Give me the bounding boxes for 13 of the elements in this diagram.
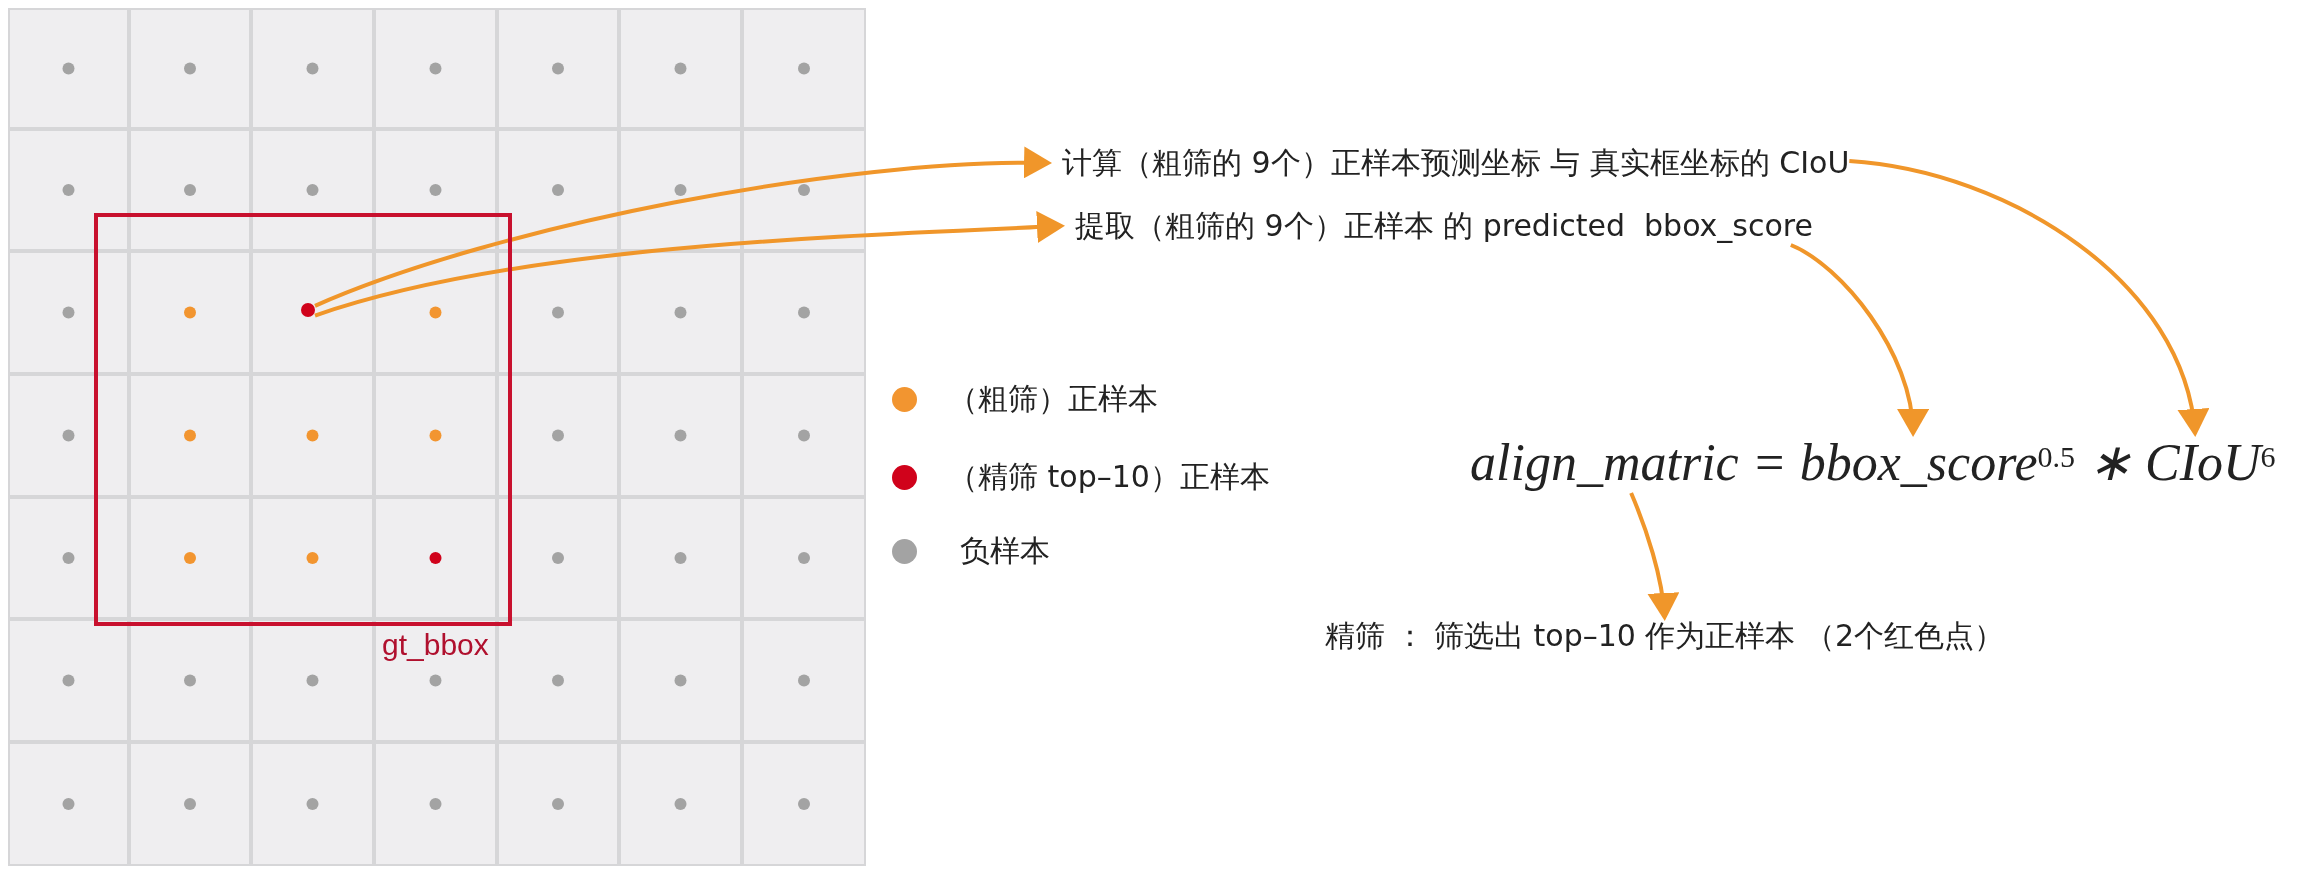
- legend-label: （粗筛）正样本: [948, 380, 1158, 418]
- legend-label: （精筛 top–10）正样本: [948, 458, 1270, 496]
- formula: align_matric = bbox_score$^{0.5}$ ∗ CIoU$^{6}$: [1470, 433, 2276, 493]
- legend-label: 负样本: [960, 532, 1050, 570]
- note-text: 精筛 ： 筛选出 top–10 作为正样本 （2个红色点）: [1325, 617, 2005, 655]
- arrow: [314, 147, 1052, 308]
- note-text: 提取（粗筛的 9个）正样本 的 predicted bbox_score: [1075, 207, 1813, 245]
- arrow: [1849, 159, 2208, 437]
- arrow: [314, 211, 1065, 318]
- box-label: gt_bbox: [382, 627, 489, 663]
- arrow: [1789, 243, 1928, 437]
- arrow: [1629, 492, 1679, 621]
- note-text: 计算（粗筛的 9个）正样本预测坐标 与 真实框坐标的 CIoU: [1062, 144, 1850, 182]
